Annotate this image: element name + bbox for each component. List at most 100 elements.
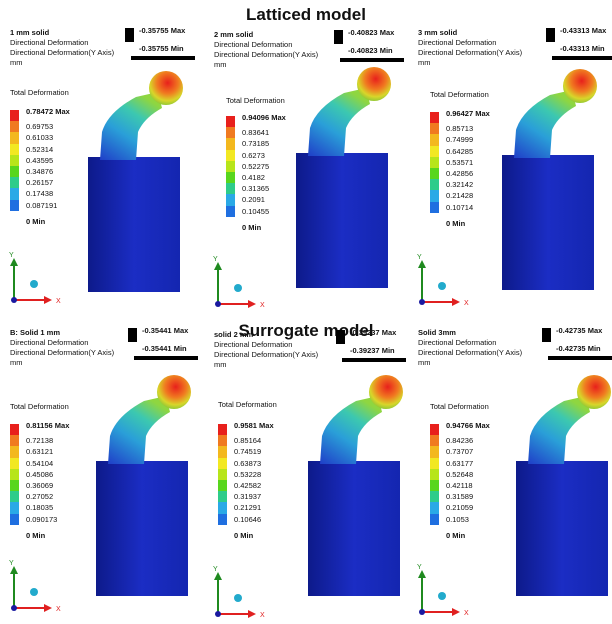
x-axis-label: X bbox=[260, 612, 265, 619]
legend-value: 0 Min bbox=[446, 530, 466, 540]
dd-max-marker bbox=[334, 30, 343, 44]
neck-section bbox=[528, 396, 590, 464]
legend-value: 0 Min bbox=[26, 530, 46, 540]
legend-swatch bbox=[218, 446, 227, 458]
y-axis-arrow bbox=[418, 570, 426, 578]
legend-swatch bbox=[226, 116, 235, 128]
ball-head bbox=[577, 375, 611, 409]
info-line-2: Directional Deformation(Y Axis) bbox=[418, 348, 523, 357]
ball-head bbox=[563, 69, 597, 103]
legend-value: 0.94766 Max bbox=[446, 421, 490, 430]
ball-head bbox=[357, 67, 391, 101]
x-axis-arrow bbox=[44, 604, 52, 612]
total-deformation-label: Total Deformation bbox=[226, 96, 285, 105]
panel-name: solid 2 mm bbox=[214, 330, 254, 339]
y-axis-arrow bbox=[10, 258, 18, 266]
deformed-model bbox=[88, 71, 183, 292]
info-line-1: Directional Deformation bbox=[418, 38, 497, 47]
legend-value: 0.2091 bbox=[242, 195, 265, 205]
info-line-2: Directional Deformation(Y Axis) bbox=[214, 50, 319, 59]
dd-max-label: -0.40823 Max bbox=[348, 28, 395, 37]
y-axis-label: Y bbox=[417, 254, 422, 261]
neck-section bbox=[108, 396, 170, 464]
legend-value: 0.42856 bbox=[446, 168, 474, 178]
info-line-3: mm bbox=[214, 60, 227, 69]
legend-value: 0 Min bbox=[234, 530, 254, 540]
legend-swatch bbox=[10, 502, 19, 514]
legend-swatch bbox=[10, 435, 19, 447]
dd-min-label: -0.43313 Min bbox=[560, 44, 605, 53]
dd-max-marker bbox=[125, 28, 134, 42]
legend-value: 0.18035 bbox=[26, 503, 54, 513]
legend-swatch bbox=[430, 457, 439, 469]
legend-value: 0.96427 Max bbox=[446, 109, 490, 118]
base-block bbox=[308, 461, 400, 596]
panel-name: 1 mm solid bbox=[10, 28, 50, 37]
total-deformation-label: Total Deformation bbox=[430, 90, 489, 99]
x-axis-label: X bbox=[56, 298, 61, 305]
legend-swatch bbox=[10, 154, 19, 166]
legend-value: 0.64285 bbox=[446, 146, 474, 156]
legend-value: 0.21291 bbox=[234, 503, 262, 513]
legend-swatch bbox=[10, 457, 19, 469]
legend-value: 0.63177 bbox=[446, 458, 474, 468]
info-line-1: Directional Deformation bbox=[214, 340, 293, 349]
legend-value: 0.6273 bbox=[242, 150, 265, 160]
legend-swatch bbox=[226, 160, 235, 172]
base-block bbox=[296, 153, 388, 288]
x-axis-arrow bbox=[248, 300, 256, 308]
panel-name: 2 mm solid bbox=[214, 30, 254, 39]
y-axis-label: Y bbox=[417, 564, 422, 571]
legend-swatch bbox=[226, 194, 235, 206]
total-deformation-label: Total Deformation bbox=[10, 88, 69, 97]
legend-value: 0.36069 bbox=[26, 480, 54, 490]
legend-swatch bbox=[10, 513, 19, 525]
legend-value: 0.31365 bbox=[242, 184, 270, 194]
dd-max-marker bbox=[542, 328, 551, 342]
info-line-3: mm bbox=[10, 58, 23, 67]
deformed-model bbox=[502, 69, 597, 290]
legend-value: 0.74999 bbox=[446, 135, 474, 145]
legend-value: 0.21428 bbox=[446, 191, 474, 201]
y-axis-arrow bbox=[214, 572, 222, 580]
dd-min-bar bbox=[340, 58, 404, 62]
legend-value: 0.32142 bbox=[446, 180, 474, 190]
legend-swatch bbox=[10, 110, 19, 122]
latticed-model-title: Latticed model bbox=[246, 5, 366, 24]
legend-value: 0.54104 bbox=[26, 458, 54, 468]
legend-swatch bbox=[10, 188, 19, 200]
panel-name: Solid 3mm bbox=[418, 328, 456, 337]
ball-head bbox=[157, 375, 191, 409]
legend-value: 0 Min bbox=[242, 222, 262, 232]
dd-max-label: -0.39237 Max bbox=[350, 328, 397, 337]
legend-value: 0.63873 bbox=[234, 458, 262, 468]
legend-swatch bbox=[226, 205, 235, 217]
legend-swatch bbox=[430, 112, 439, 124]
legend-value: 0.85164 bbox=[234, 436, 262, 446]
x-axis-label: X bbox=[464, 610, 469, 617]
info-line-3: mm bbox=[418, 58, 431, 67]
total-deformation-label: Total Deformation bbox=[430, 402, 489, 411]
ball-head bbox=[149, 71, 183, 105]
dd-min-label: -0.35755 Min bbox=[139, 44, 184, 53]
legend-swatch bbox=[430, 167, 439, 180]
total-deformation-label: Total Deformation bbox=[218, 400, 277, 409]
legend-value: 0.4182 bbox=[242, 172, 265, 182]
legend-swatch bbox=[226, 171, 235, 184]
legend-swatch bbox=[10, 199, 19, 211]
origin-ball bbox=[438, 282, 446, 290]
legend-value: 0.21059 bbox=[446, 503, 474, 513]
legend-value: 0.69753 bbox=[26, 122, 54, 132]
legend-swatch bbox=[430, 446, 439, 458]
legend-swatch bbox=[10, 491, 19, 503]
legend-value: 0.52275 bbox=[242, 161, 270, 171]
ball-head bbox=[369, 375, 403, 409]
x-axis-label: X bbox=[260, 302, 265, 309]
legend-swatch bbox=[10, 177, 19, 189]
axis-triad: YX bbox=[417, 564, 469, 617]
legend-swatch bbox=[218, 502, 227, 514]
info-line-2: Directional Deformation(Y Axis) bbox=[418, 48, 523, 57]
